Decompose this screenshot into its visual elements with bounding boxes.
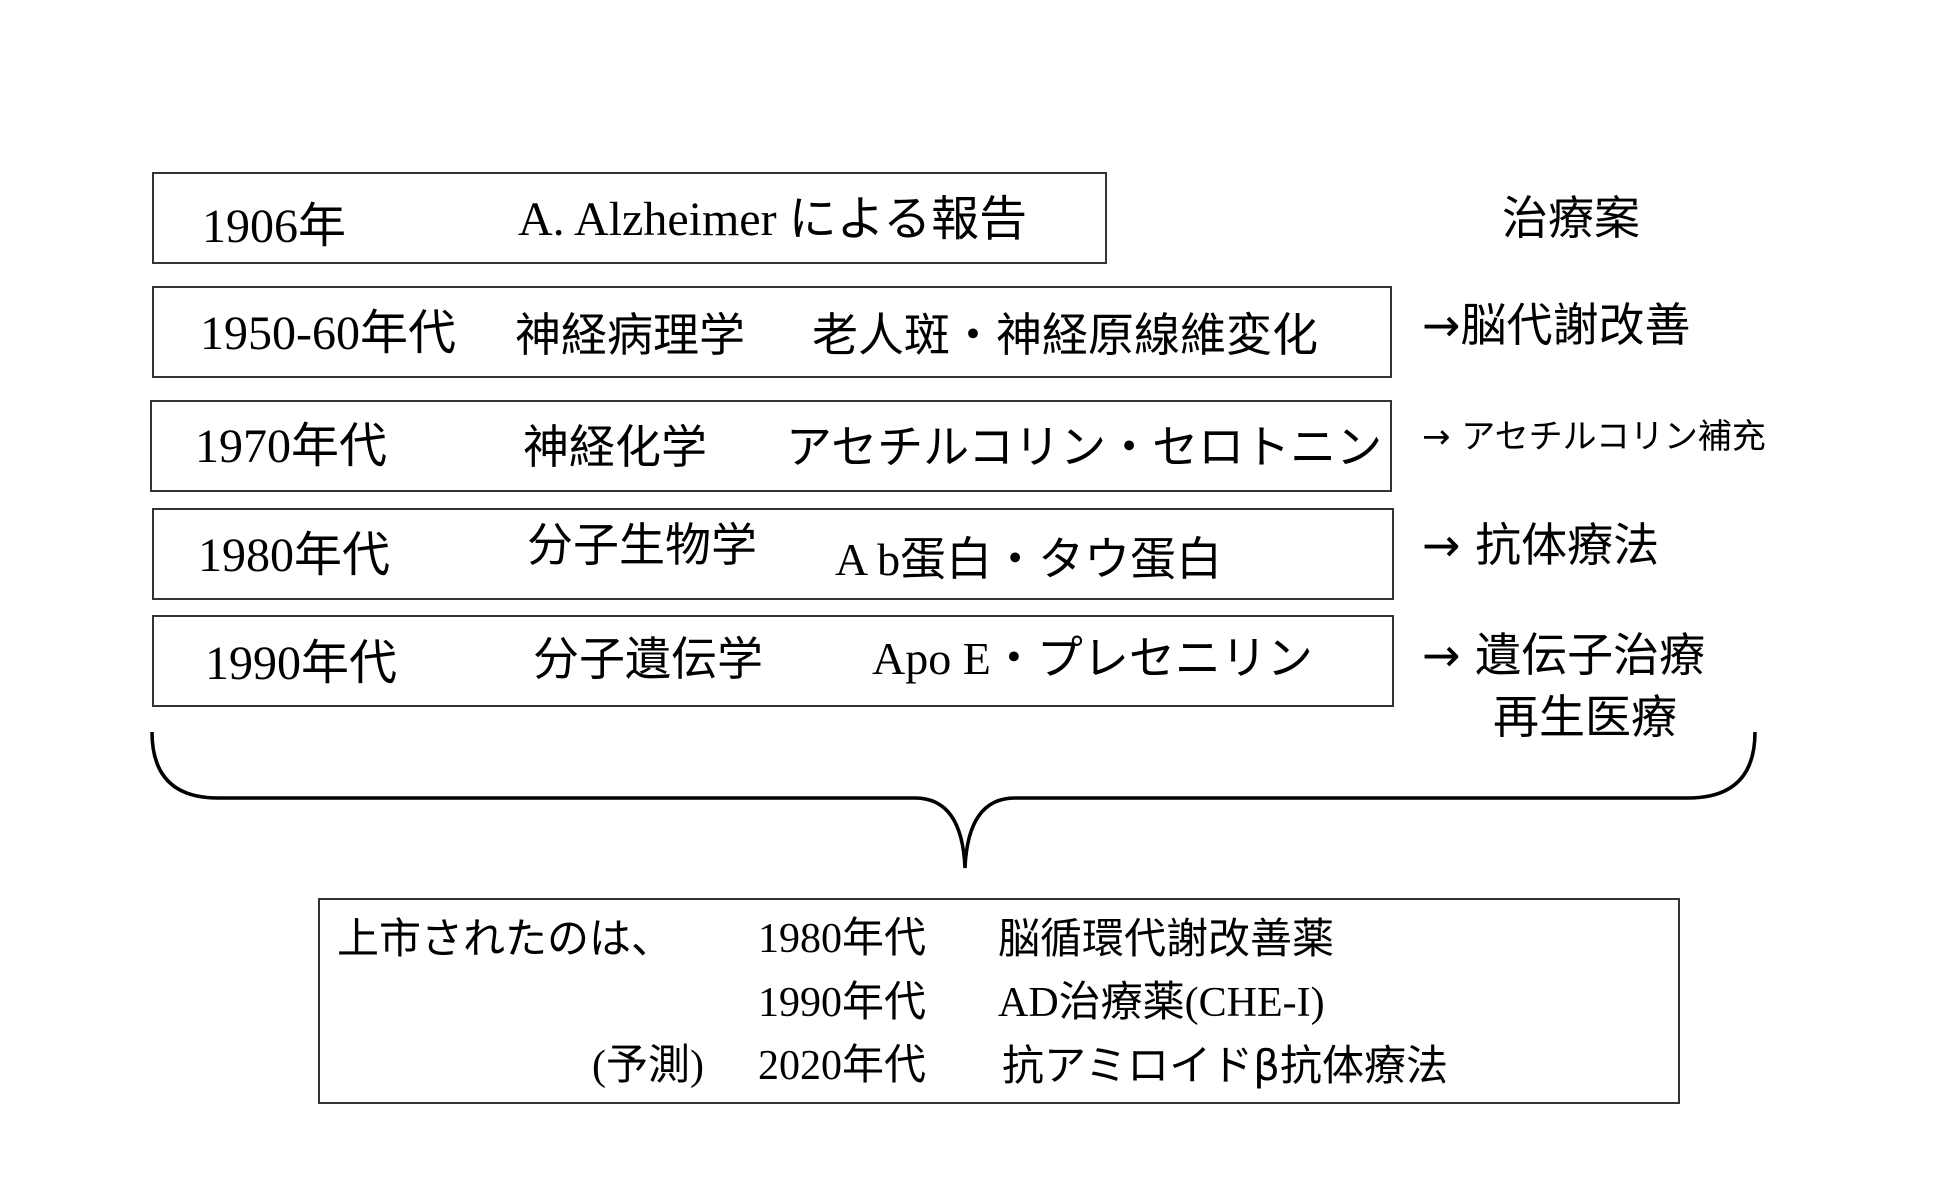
treatment-label: →脳代謝改善 [1422,298,1691,352]
summary-drug: AD治療薬(CHE-I) [998,980,1325,1026]
summary-era: 2020年代 [758,1043,927,1089]
timeline-box-1906 [152,172,1107,264]
summary-drug: 抗アミロイドβ抗体療法 [1002,1041,1448,1090]
timeline-box-1990s [152,615,1394,707]
summary-drug: 脳循環代謝改善薬 [998,914,1335,963]
era-label: 1980年代 [198,529,391,582]
field-label: 神経化学 [523,420,707,474]
summary-era: 1990年代 [758,980,927,1026]
treatment-header: 治療案 [1502,191,1640,245]
summary-intro: 上市されたのは、 [337,914,674,963]
timeline-box-1970s [150,400,1392,492]
discovery-text: Apo E・プレセニリン [872,633,1313,684]
discovery-text: アセチルコリン・セロトニン [786,420,1383,474]
field-label: 分子遺伝学 [533,632,763,686]
era-label: 1970年代 [195,420,388,473]
treatment-label-line2: 再生医療 [1493,690,1677,744]
discovery-text: A. Alzheimer による報告 [518,193,1028,246]
era-label: 1950-60年代 [200,307,456,360]
field-label: 神経病理学 [515,308,745,362]
summary-prefix: (予測) [592,1043,704,1089]
timeline-box-1980s [152,508,1394,600]
summary-era: 1980年代 [758,916,927,962]
discovery-text: 老人斑・神経原線維変化 [812,308,1318,362]
discovery-text: A b蛋白・タウ蛋白 [835,534,1223,585]
era-label: 1990年代 [205,637,398,690]
timeline-box-1950s [152,286,1392,378]
field-label: 分子生物学 [527,518,757,572]
brace-path [150,731,1757,869]
treatment-label: → アセチルコリン補充 [1422,417,1766,457]
summary-box [318,898,1680,1104]
era-label: 1906年 [202,200,347,253]
treatment-label: → 遺伝子治療 [1422,628,1706,682]
treatment-label: → 抗体療法 [1422,518,1660,572]
